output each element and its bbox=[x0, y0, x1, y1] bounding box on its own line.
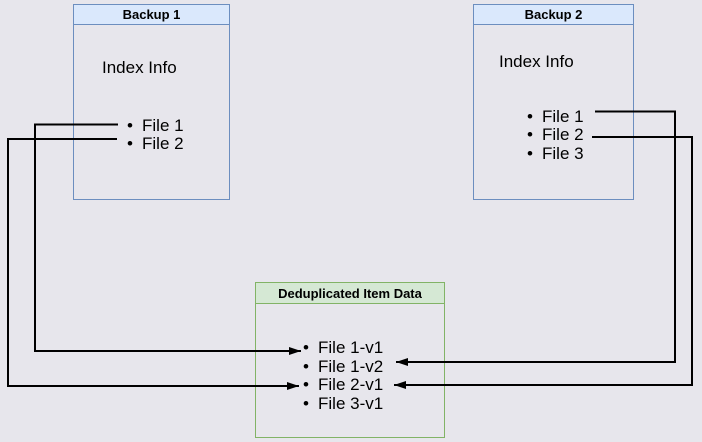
dedup-item: File 1-v1 bbox=[303, 338, 383, 358]
dedup-item-list: File 1-v1 File 1-v2 File 2-v1 File 3-v1 bbox=[303, 338, 383, 414]
backup2-title: Backup 2 bbox=[474, 5, 633, 25]
backup2-file-list: File 1 File 2 File 3 bbox=[527, 107, 584, 164]
backup1-box: Backup 1 Index Info File 1 File 2 bbox=[73, 4, 230, 200]
backup1-index-info-label: Index Info bbox=[102, 58, 177, 77]
backup2-file-item: File 3 bbox=[527, 144, 584, 164]
backup2-index-info-label: Index Info bbox=[499, 52, 574, 71]
dedup-title: Deduplicated Item Data bbox=[256, 283, 444, 304]
dedup-item: File 3-v1 bbox=[303, 394, 383, 414]
backup1-file-list: File 1 File 2 bbox=[127, 116, 184, 154]
backup1-file-item: File 2 bbox=[127, 134, 184, 154]
dedup-item: File 2-v1 bbox=[303, 375, 383, 395]
backup2-file-item: File 2 bbox=[527, 125, 584, 145]
backup1-title: Backup 1 bbox=[74, 5, 229, 25]
deduplicated-item-data-box: Deduplicated Item Data File 1-v1 File 1-… bbox=[255, 282, 445, 438]
backup1-file-item: File 1 bbox=[127, 116, 184, 136]
backup2-box: Backup 2 Index Info File 1 File 2 File 3 bbox=[473, 4, 634, 200]
backup2-file-item: File 1 bbox=[527, 107, 584, 127]
dedup-item: File 1-v2 bbox=[303, 357, 383, 377]
